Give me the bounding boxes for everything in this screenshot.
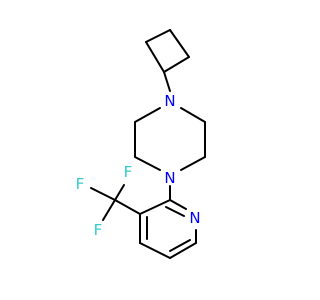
atom-f1: F xyxy=(76,175,85,193)
atom-n-bottom: N xyxy=(164,169,175,187)
bond-c3-cf3 xyxy=(114,199,141,215)
piperazine-ring xyxy=(134,107,206,171)
bond-c-f3 xyxy=(102,199,116,221)
bond-pz-1 xyxy=(134,107,161,123)
bond-py-3b xyxy=(169,239,191,252)
atom-f3: F xyxy=(94,221,103,239)
bond-pz-6 xyxy=(180,107,206,123)
bond-py-6b xyxy=(165,206,185,217)
bond-cb-n xyxy=(163,71,171,92)
cyclobutyl-ring xyxy=(145,29,190,73)
atom-n-pyridine: N xyxy=(189,209,200,227)
molecule-canvas: N N N F F F xyxy=(75,29,206,259)
bond-py-3 xyxy=(169,242,197,259)
bond-pz-3 xyxy=(134,156,161,171)
atom-f2: F xyxy=(124,163,133,181)
pyridine-ring xyxy=(139,199,197,259)
bond-cb-1 xyxy=(145,29,171,43)
atom-n-top: N xyxy=(164,92,175,110)
trifluoromethyl-group xyxy=(90,184,141,221)
bond-cb-3 xyxy=(163,56,190,73)
molecule-structure: N N N F F F xyxy=(76,29,206,259)
bond-c-f1 xyxy=(90,187,116,201)
bond-py-6 xyxy=(139,199,171,215)
bond-cb-4 xyxy=(145,41,165,73)
bond-c-f2 xyxy=(114,184,125,201)
bond-py-1 xyxy=(169,199,187,210)
bond-pz-4 xyxy=(180,156,206,171)
bond-py-4 xyxy=(139,242,171,259)
bond-cb-2 xyxy=(169,29,190,58)
